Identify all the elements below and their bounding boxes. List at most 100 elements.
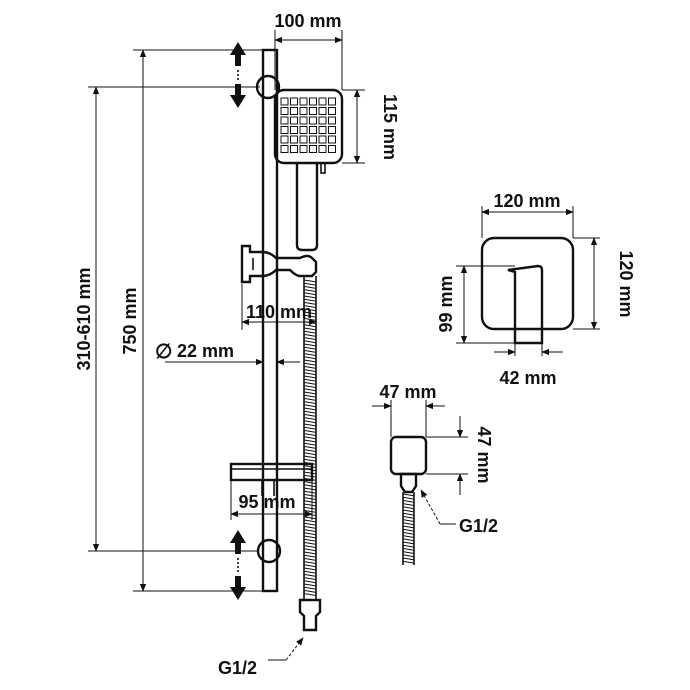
hose-coil: [303, 487, 317, 491]
rail-length-dimension: 750 mm: [120, 49, 263, 592]
down-arrow-icon: [230, 84, 246, 108]
nozzle-cell: [280, 135, 289, 144]
plate-width-label: 120 mm: [493, 191, 560, 211]
hose-coil: [303, 337, 317, 341]
shower-hose: [303, 276, 317, 600]
nozzle-cell: [328, 126, 336, 134]
hose-coil: [402, 525, 415, 529]
hose-coil: [303, 516, 317, 520]
hose-coil: [402, 496, 415, 500]
hose-coil: [303, 289, 317, 293]
plate-height-label: 120 mm: [616, 250, 636, 317]
hose-coil: [303, 353, 317, 357]
hose-coil: [303, 417, 317, 421]
hose-coil: [303, 522, 317, 526]
hose-coil: [303, 477, 317, 481]
diameter-symbol: ∅: [155, 341, 172, 363]
nozzle-cell: [318, 116, 327, 125]
nozzle-cell: [299, 107, 308, 115]
hose-coil: [303, 295, 317, 299]
rail-diameter-dimension: ∅ 22 mm: [155, 341, 300, 366]
up-arrow-icon: [230, 42, 246, 66]
hose-coil: [303, 381, 317, 385]
nozzle-cell: [328, 135, 336, 144]
hose-coil: [303, 349, 317, 353]
hose-coil: [303, 532, 317, 536]
hose-coil: [303, 394, 317, 398]
nozzle-cell: [328, 116, 336, 125]
nozzle-cell: [299, 116, 308, 125]
hose-coil: [303, 359, 317, 363]
hose-coil: [402, 535, 415, 539]
hose-coil: [303, 474, 317, 478]
hose-coil: [402, 560, 415, 564]
hose-coil: [303, 282, 317, 286]
plate-width-dimension: 120 mm: [481, 191, 574, 238]
hose-coil: [303, 465, 317, 469]
hose-coil: [303, 439, 317, 443]
hose-coil: [303, 500, 317, 504]
hose-coil: [402, 522, 415, 526]
hose-coil: [402, 538, 415, 542]
hose-coil: [303, 519, 317, 523]
hose-coil: [303, 452, 317, 456]
nozzle-cell: [309, 116, 317, 125]
hose-thread-label: G1/2: [218, 658, 257, 678]
holder-depth-dimension: 110 mm: [241, 284, 317, 330]
shelf-depth-dimension: 95 mm: [230, 480, 313, 520]
hose-coil: [303, 375, 317, 379]
hose-coil: [303, 330, 317, 334]
shower-mode-button: [320, 162, 326, 174]
outlet-nut: [399, 472, 418, 494]
outlet-thread-label: G1/2: [459, 516, 498, 536]
lever-width-dimension: 42 mm: [494, 343, 563, 388]
hose-coil: [303, 570, 317, 574]
hose-coil: [303, 311, 317, 315]
hose-coil: [402, 528, 415, 532]
hose-coil: [303, 305, 317, 309]
hose-coil: [303, 436, 317, 440]
hose-coil: [303, 535, 317, 539]
hose-coil: [303, 356, 317, 360]
slide-rail-assembly: [229, 42, 344, 632]
hose-coil: [303, 551, 317, 555]
hose-coil: [303, 423, 317, 427]
hose-coil: [303, 525, 317, 529]
nozzle-cell: [318, 145, 327, 153]
nozzle-cell: [328, 97, 336, 106]
nozzle-cell: [318, 97, 327, 106]
hose-coil: [402, 531, 415, 535]
hose-coil: [402, 499, 415, 503]
wall-plate: [480, 236, 575, 331]
hose-coil: [303, 538, 317, 542]
hose-coil: [303, 580, 317, 584]
hose-coil: [303, 583, 317, 587]
nozzle-cell: [309, 126, 317, 134]
hose-coil: [303, 593, 317, 597]
shelf-depth-label: 95 mm: [238, 492, 295, 512]
nozzle-cell: [318, 126, 327, 134]
showerhead-width-label: 100 mm: [274, 11, 341, 31]
hose-coil: [303, 292, 317, 296]
hose-coil: [303, 298, 317, 302]
hand-shower-handle: [295, 163, 319, 252]
hose-coil: [303, 410, 317, 414]
hose-coil: [303, 372, 317, 376]
hose-coil: [303, 458, 317, 462]
hose-coil: [402, 541, 415, 545]
hose-coil: [303, 391, 317, 395]
hose-coil: [402, 557, 415, 561]
hose-coil: [303, 490, 317, 494]
hose-coil: [303, 378, 317, 382]
hose-coil: [303, 413, 317, 417]
hose-coil: [303, 509, 317, 513]
hose-coil: [402, 544, 415, 548]
lever-height-label: 99 mm: [436, 275, 456, 332]
lever-height-dimension: 99 mm: [436, 265, 515, 344]
hose-coil: [303, 561, 317, 565]
hose-coil: [303, 314, 317, 318]
shower-nozzle-grid: [280, 97, 336, 153]
wall-outlet: [389, 435, 428, 565]
top-adjust-arrows: [230, 42, 246, 108]
hose-coil: [303, 541, 317, 545]
